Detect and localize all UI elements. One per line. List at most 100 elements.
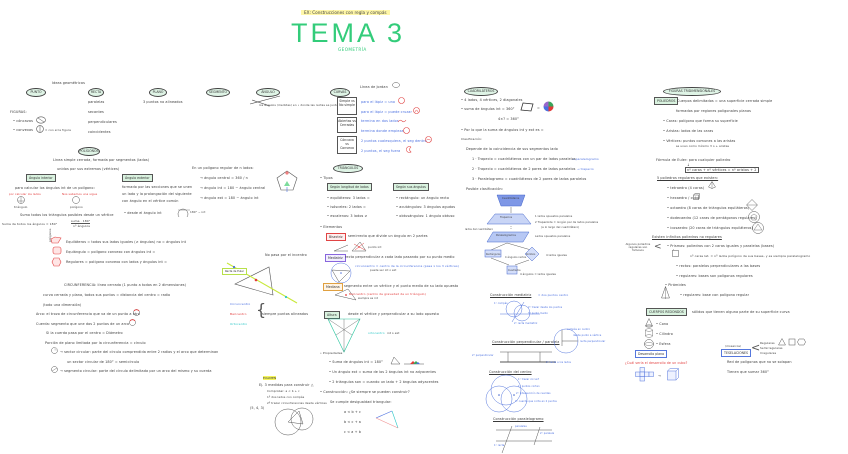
altura-text: desde el vértice y perpendicular a su la… — [348, 312, 440, 316]
octahedron-icon — [746, 199, 758, 211]
curve-box-simple: Simple vs No simple — [337, 97, 357, 115]
concept-angulo: ÁNGULO — [256, 88, 280, 97]
construccion-label: 1º puntos cortan — [518, 385, 540, 388]
polygon-circle-icon — [72, 196, 80, 204]
construccion-label: desde punto a vértice — [573, 334, 602, 337]
construccion-label: • Construcción: ¿Se siempre se pueden co… — [320, 390, 410, 394]
construccion-note: = dos puntos centro — [538, 293, 569, 297]
concave-curve-icon — [406, 146, 412, 153]
cuad-right-note: → paralelogramo — [572, 157, 599, 161]
bisectriz-note: punto int — [368, 245, 382, 249]
closed-curve-icon — [403, 127, 410, 134]
compass-circles-diagram — [274, 407, 314, 436]
segment-icon — [51, 366, 58, 373]
arrow-down: ↓ — [687, 163, 690, 167]
cube-icon — [693, 193, 700, 200]
pentagon-icon — [276, 170, 298, 192]
triangulos-label: TRIÁNGULOS — [333, 164, 363, 173]
poligonos-def: Línea simple cerrada, formada por segmen… — [53, 158, 150, 162]
quadrilateral-tree-diagram — [484, 194, 540, 275]
open-curve-icon — [397, 119, 407, 123]
page-subtitle: GEOMETRÍA — [338, 47, 367, 52]
curvas-label: CURVAS — [330, 88, 350, 97]
cuad-line: 1 · Trapecio = cuadriláteros con un par … — [472, 157, 576, 161]
cuerpo-item: • Cilindro — [656, 332, 673, 336]
sector-icon — [51, 347, 58, 354]
tree-node: Cuadrados — [508, 269, 521, 272]
construccion-label: compás en centro — [567, 328, 591, 331]
angulo-note: los ángulos (medidas) en • donde las rec… — [259, 103, 340, 107]
construccion-label: 2ª recta a los lados — [546, 361, 571, 364]
mediana-sub2: siempre es int — [358, 297, 378, 300]
exterior-line: con ángulo en el vértice común — [122, 199, 179, 203]
construccion-title: Construcción del centro — [489, 370, 532, 374]
cuadrilateros-label: CUADRILÁTEROS — [464, 87, 498, 96]
interior-red-note: por calcular los lados — [9, 192, 41, 196]
irregular-polygon-icon — [50, 236, 62, 244]
bisector-diagram — [333, 241, 367, 252]
nonsimple-curve-icon — [413, 107, 420, 114]
cuerpos-redondos-box: CUERPOS REDONDOS — [646, 308, 687, 316]
mediana-sub: Baricentro (centro de gravedad de un tri… — [349, 292, 426, 296]
mediatriz-box: Mediatriz — [325, 254, 346, 262]
desigualdad-label: Se cumple desigualdad triangular: — [330, 400, 392, 404]
equiangular-polygon-icon — [52, 246, 62, 255]
angle-sketch-icon — [249, 95, 281, 107]
construccion-label: recta perpendicular — [580, 340, 606, 343]
ineq-item: a < b + c — [344, 410, 361, 414]
construccion-label: 2º trazar desde los puntos — [528, 306, 563, 309]
orthocenter-diagram — [327, 318, 361, 353]
curve-row: termina en dos lados — [361, 119, 399, 123]
construccion-label: 1º compás — [494, 302, 508, 305]
angulo-exterior-box: Ángulo exterior — [122, 174, 153, 182]
circ-line: Arco: el trozo de circunferencia que va … — [36, 312, 140, 316]
interior-line: Sumo todos los triángulos posibles desde… — [20, 213, 114, 217]
poliedro-item: se unen como mínimo 3 o + aristas — [676, 144, 730, 148]
exterior-note: • desde el ángulo int — [124, 211, 162, 215]
prisma-item: • regulares: base con polígono regular — [680, 293, 750, 297]
perpendicular-construction-diagram — [553, 328, 579, 354]
propiedad-item: • Un ángulo ext = suma de los 2 ángulos … — [329, 370, 437, 374]
angle-sum-wheel-icon — [543, 101, 554, 112]
euler-note: No pasa por el incentro — [265, 253, 307, 257]
euler-point: Baricentro — [230, 312, 247, 316]
tree-note: Lados opuestos paralelos — [535, 235, 571, 238]
intro-label: Ideas geométricas — [52, 81, 85, 85]
construccion-title: Construcción paralelogramo — [493, 417, 544, 421]
euler-point: Ortocentro — [230, 322, 248, 326]
elementos-label: • Elementos — [320, 225, 343, 229]
tridimensionales-label: FIGURAS TRIDIMENSIONALES — [663, 87, 721, 96]
chevron-left-icon: < — [654, 242, 662, 252]
desarrollo-plano-box: Desarrollo plano — [635, 350, 668, 358]
curve-box-concava: Cóncava vs Convexa — [337, 136, 357, 154]
regular-line: → ángulo int = 180 − ángulo central — [200, 186, 266, 190]
platonico-item: • dodecaedro (12 caras de pentágonos reg… — [667, 216, 757, 220]
platonico-item: • tetraedro (4 caras) — [667, 186, 705, 190]
centroid-diagram — [334, 288, 357, 301]
parallel-construction-diagram — [500, 351, 556, 363]
by-angles-box: Según sus ángulos — [393, 183, 429, 191]
cylinder-icon — [645, 328, 653, 338]
desarrollo-question: ¿Cuál sería el desarrollo de un cubo? — [625, 361, 688, 365]
exam-line: Comprobar: a < b + c — [267, 389, 300, 393]
center-construction-diagram — [485, 374, 528, 413]
mediatriz-sub: circuncentro = centro de la circunferenc… — [355, 264, 459, 268]
cuad-line: 4×? = 360° — [498, 117, 519, 121]
construccion-title: Construcción perpendicular / paralela — [492, 340, 560, 344]
exam-line: 2º trazar circunferencias desde vértices — [267, 401, 327, 405]
side-group-label: lados del cuadrilátero — [465, 228, 494, 231]
bisectriz-text: semirrecta que divide un ángulo en 2 par… — [348, 234, 428, 238]
construccion-label: 2º paralela — [540, 432, 555, 435]
tessellation-shapes-icon — [778, 337, 806, 346]
platonicos-label: 5 poliedros regulares que existen: — [657, 176, 719, 180]
bisectriz-box: Bisectriz — [326, 233, 346, 241]
cuad-line: Clasificación: — [461, 137, 483, 141]
regular-line: → ángulo central = 360 / n — [200, 176, 248, 180]
by-sides-item: • escalenos: 3 lados ≠ — [327, 214, 368, 218]
concept-recta: RECTA — [88, 88, 104, 97]
ineq-item: c < a + b — [344, 430, 361, 434]
circ-line: → segmento circular: parte del círculo d… — [60, 369, 212, 373]
convex-curve-icon — [425, 136, 432, 143]
triangle-inequality-diagram — [375, 410, 399, 429]
circ-line: (todo una dimensión) — [43, 303, 82, 307]
